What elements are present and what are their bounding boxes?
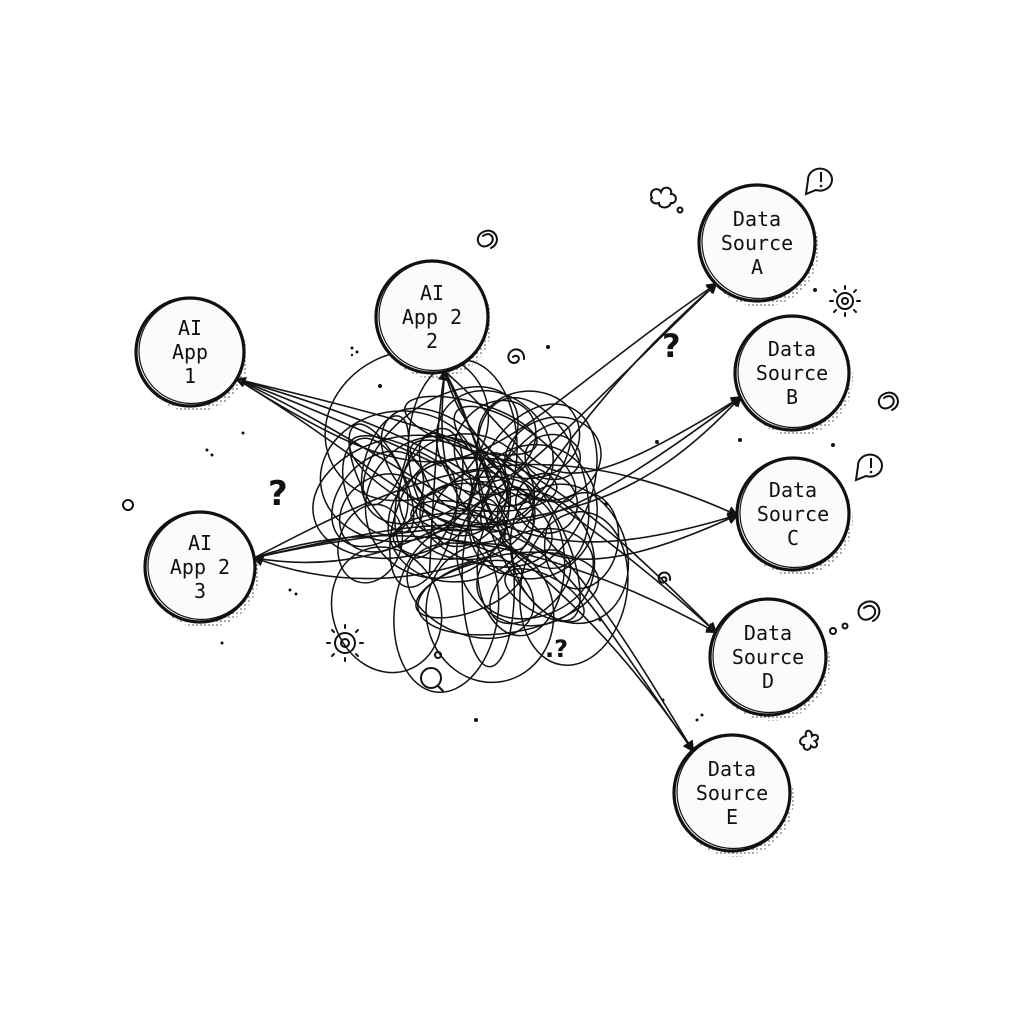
tangle-loop: [515, 472, 579, 534]
node-label-line: AI: [420, 281, 444, 305]
spiral-icon-small: [657, 571, 672, 584]
tangle-loop: [418, 432, 474, 512]
node-label-line: 3: [194, 579, 206, 603]
node-label-line: AI: [188, 531, 212, 555]
tangle-loop: [324, 349, 490, 502]
node-label-line: Data: [708, 757, 756, 781]
tangle-loop: [380, 407, 512, 531]
node-label-line: 2: [426, 329, 438, 353]
question-mark-top: ?: [662, 327, 681, 365]
connection-wire: [235, 378, 718, 634]
node-label-line: Source: [732, 645, 804, 669]
connection-wire: [235, 378, 694, 753]
node-label-line: App 2: [402, 305, 462, 329]
tangle-loop: [414, 457, 558, 513]
node-label-line: A: [751, 255, 763, 279]
node-label-line: Source: [756, 361, 828, 385]
node-label-line: Data: [744, 621, 792, 645]
node-label-line: Data: [769, 478, 817, 502]
question-mark-center: .?: [545, 635, 568, 663]
tangle-loop: [360, 415, 410, 506]
node-label-line: D: [762, 669, 774, 693]
tangle-loop: [524, 433, 582, 481]
tangle-loop: [504, 568, 585, 623]
tangle-loop: [393, 528, 500, 694]
node-label-line: AI: [178, 316, 202, 340]
connection-wire: [253, 395, 742, 559]
tangled-connections: [312, 349, 630, 694]
gear-icon-right: [829, 285, 861, 317]
node-label-line: App 2: [170, 555, 230, 579]
tangle-loop: [489, 549, 572, 625]
doodles: ? ? .?: [122, 167, 899, 751]
tangle-loop: [404, 395, 538, 456]
tangle-loop: [364, 435, 510, 579]
tangle-loop: [330, 546, 443, 674]
scribble-icon-top: [476, 229, 498, 249]
tangle-loop: [410, 499, 507, 544]
tangle-loop: [338, 473, 425, 553]
node-label-line: C: [787, 526, 799, 550]
node-label-line: 1: [184, 364, 196, 388]
small-circle-icon: [122, 499, 134, 511]
scribble-icon-right: [877, 391, 899, 411]
scattered-dots: [205, 288, 835, 722]
connection-wire: [253, 463, 740, 559]
tangle-loop: [435, 389, 554, 508]
node-sketch-ring: [378, 260, 489, 372]
node-label-line: E: [726, 805, 738, 829]
node-sketch-ring: [739, 457, 850, 569]
spiral-icon-center: [507, 348, 526, 364]
tangle-loop: [476, 527, 595, 620]
connection-wire: [253, 534, 718, 634]
scribble-icon-lower-right: [857, 600, 881, 622]
node-sketch-ring: [676, 734, 791, 850]
node-label-line: Data: [733, 207, 781, 231]
node-sketch-ring: [147, 511, 256, 621]
node-sketch-ring: [737, 315, 850, 429]
node-sketch-ring: [138, 297, 245, 405]
tangle-loop: [392, 512, 506, 560]
tangle-loop: [312, 434, 491, 560]
tangle-loop: [406, 542, 535, 640]
gear-icon-left: [326, 624, 364, 662]
connection-wire: [252, 555, 474, 580]
speech-bubble-icon-right: [854, 453, 883, 482]
tangle-loop: [415, 559, 523, 619]
node-label-line: Source: [721, 231, 793, 255]
node-label-line: Data: [768, 337, 816, 361]
magnifier-circle-icon: [420, 667, 442, 689]
tangle-loop: [349, 435, 493, 528]
question-mark-left: ?: [268, 474, 288, 514]
connection-wire: [235, 378, 743, 526]
tangle-loop: [337, 503, 404, 584]
tangle-loop: [496, 486, 535, 551]
node-label-line: Source: [696, 781, 768, 805]
flower-icon: [799, 729, 819, 751]
tangle-loop: [479, 422, 572, 533]
tangle-loop: [543, 491, 620, 590]
tangle-loop: [389, 460, 458, 588]
tangle-loop: [453, 405, 577, 503]
node-label-line: B: [786, 385, 798, 409]
node-label-line: Source: [757, 502, 829, 526]
speech-bubble-icon-top: [804, 167, 833, 196]
connection-wire: [444, 370, 718, 634]
node-sketch-ring: [712, 598, 827, 714]
cloud-icon: [650, 186, 684, 214]
node-label-line: App: [172, 340, 208, 364]
node-sketch-ring: [701, 184, 816, 300]
